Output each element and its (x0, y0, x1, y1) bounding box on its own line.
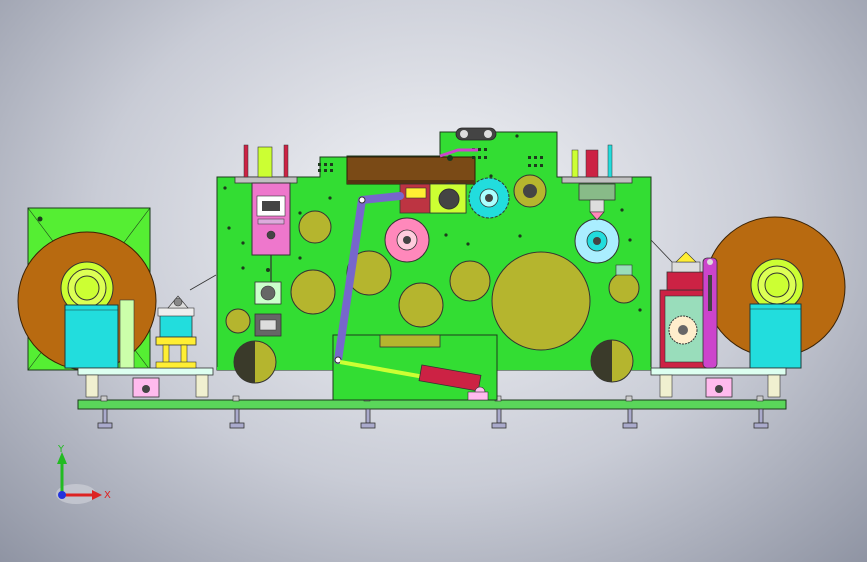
actuator-linkage (334, 192, 489, 401)
top-cover-plate (346, 156, 476, 185)
right-print-head (561, 144, 633, 221)
bolt-clusters (318, 148, 543, 172)
main-frame (216, 131, 652, 401)
right-roll-holder (749, 303, 802, 369)
left-unwind-station (17, 207, 214, 398)
coordinate-triad: Y X (56, 444, 111, 504)
z-axis-origin (58, 491, 66, 499)
swing-arm (334, 196, 366, 364)
bearing-windows (233, 339, 634, 384)
left-tension-assembly (155, 274, 217, 369)
right-lower-rail (650, 367, 787, 376)
y-axis-label: Y (57, 444, 65, 455)
leveling-feet (97, 408, 769, 429)
top-drive (399, 127, 497, 214)
left-lower-rail (77, 367, 214, 376)
right-cutter-assembly (615, 239, 718, 369)
frame-bolts (223, 134, 642, 312)
base-assembly (77, 395, 787, 429)
air-cylinder (418, 364, 482, 392)
left-print-head (234, 144, 298, 337)
base-plate (77, 399, 787, 410)
piston-rod (339, 360, 431, 380)
left-roll-holder (64, 304, 119, 369)
x-axis-label: X (104, 490, 111, 501)
right-rewind-station (650, 216, 846, 398)
